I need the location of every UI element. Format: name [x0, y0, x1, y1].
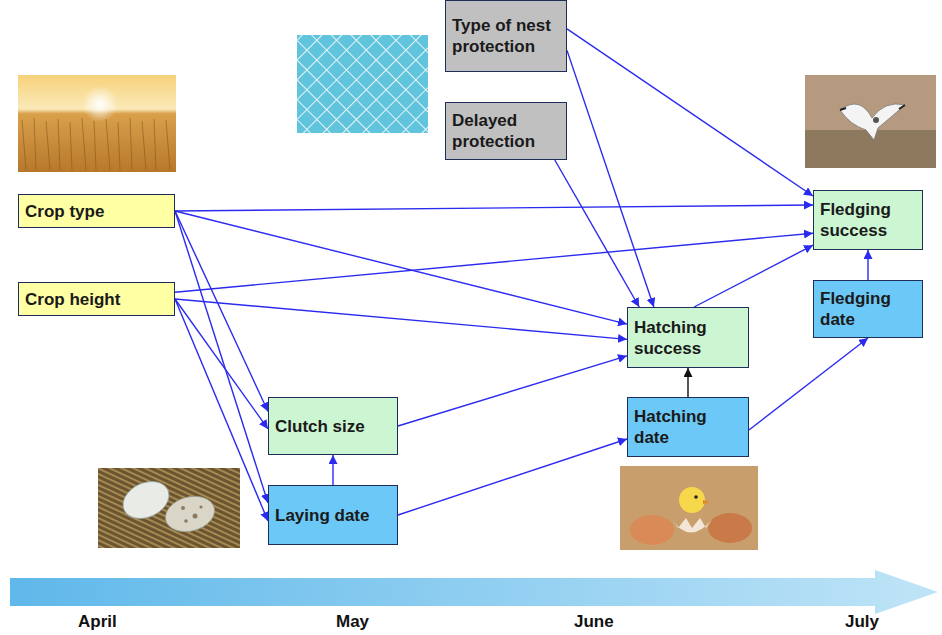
date-box: Fledging date: [813, 280, 923, 338]
chick-photo: [620, 466, 758, 550]
treatment-box: Delayed protection: [445, 102, 567, 160]
influence-arrow: [175, 299, 627, 339]
influence-arrow: [555, 160, 639, 307]
outcome-box: Fledging success: [813, 190, 923, 250]
influence-arrow: [175, 211, 268, 412]
factor-box: Crop height: [18, 282, 175, 316]
influence-arrow: [175, 211, 268, 503]
influence-arrow: [567, 29, 813, 196]
influence-arrow: [175, 205, 813, 211]
node-label: Clutch size: [275, 416, 391, 437]
bird-photo: [805, 75, 936, 168]
influence-arrow: [175, 233, 813, 292]
month-label: June: [574, 612, 614, 632]
month-label: July: [845, 612, 879, 632]
influence-arrow: [175, 211, 627, 324]
factor-box: Crop type: [18, 194, 175, 228]
node-label: Fledging success: [820, 199, 916, 241]
outcome-box: Clutch size: [268, 397, 398, 455]
node-label: Laying date: [275, 505, 391, 526]
influence-arrow: [694, 245, 813, 307]
treatment-box: Type of nest protection: [445, 0, 567, 72]
influence-arrow: [749, 338, 868, 430]
outcome-box: Hatching success: [627, 307, 749, 368]
date-box: Laying date: [268, 485, 398, 545]
node-label: Hatching date: [634, 406, 742, 448]
influence-arrow: [567, 50, 654, 307]
month-label: April: [78, 612, 117, 632]
node-label: Hatching success: [634, 317, 742, 359]
influence-arrow: [687, 368, 688, 397]
eggs-photo: [98, 468, 240, 548]
influence-arrow: [175, 299, 268, 521]
wheat-photo: [18, 75, 176, 172]
influence-arrow: [398, 439, 627, 515]
node-label: Crop type: [25, 201, 168, 222]
date-box: Hatching date: [627, 397, 749, 457]
influence-arrow: [398, 356, 627, 426]
node-label: Type of nest protection: [452, 15, 560, 57]
node-label: Fledging date: [820, 288, 916, 330]
node-label: Crop height: [25, 289, 168, 310]
node-label: Delayed protection: [452, 110, 560, 152]
influence-arrow: [867, 250, 868, 280]
fence-photo: [297, 35, 428, 133]
influence-arrow: [332, 455, 333, 485]
timeline-arrow: [10, 570, 938, 614]
month-label: May: [336, 612, 369, 632]
